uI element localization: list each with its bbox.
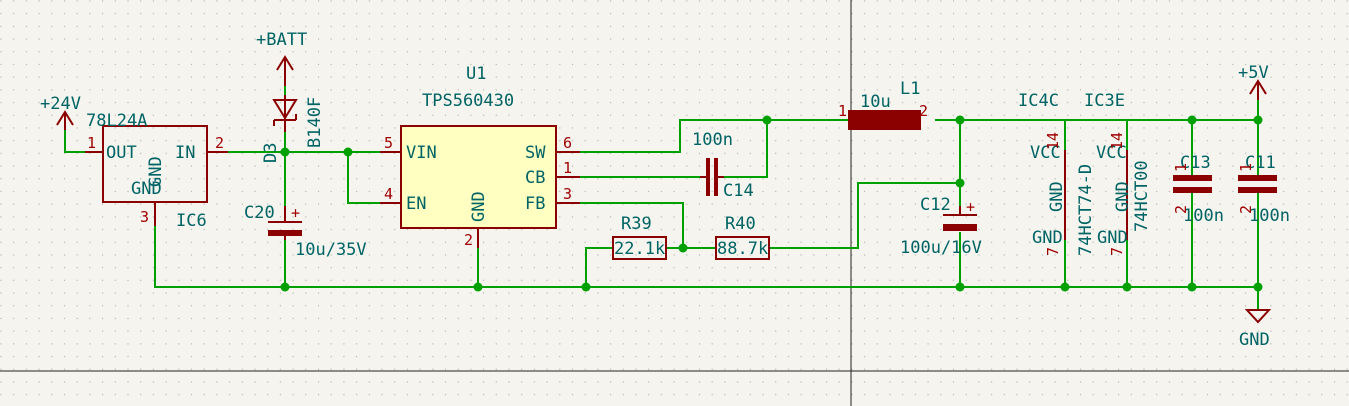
c12-ref: C12 <box>920 195 951 215</box>
u1-buck-converter[interactable]: U1 TPS560430 VIN EN SW CB FB GND 5 4 6 1… <box>380 64 580 249</box>
ic4c-pin-gnd: 7 <box>1044 247 1062 256</box>
r39-value: 22.1k <box>614 239 665 259</box>
c13-capacitor[interactable]: C13 100n 1 2 <box>1172 153 1224 226</box>
u1-pin-vin: VIN <box>406 143 437 163</box>
power-5v[interactable]: +5V <box>1238 63 1269 100</box>
ic6-value: 78L24A <box>86 111 147 131</box>
power-gnd-label: GND <box>1239 330 1270 350</box>
power-24v-label: +24V <box>40 94 81 114</box>
l1-ref: L1 <box>900 79 920 99</box>
ic6-ref: IC6 <box>176 211 207 231</box>
ic4c-gnd: GND <box>1032 228 1063 248</box>
c20-value: 10u/35V <box>295 240 367 260</box>
wires <box>64 86 1259 310</box>
c12-capacitor[interactable]: + C12 100u/16V <box>900 195 982 258</box>
r40-resistor[interactable]: R40 88.7k <box>715 214 770 260</box>
ic6-regulator[interactable]: 78L24A IC6 OUT IN GND GND 1 2 3 <box>85 111 228 231</box>
l1-pin2: 2 <box>919 102 928 120</box>
ic4c-ref: IC4C <box>1018 91 1059 111</box>
ic3e-ref: IC3E <box>1084 91 1125 111</box>
ic6-pin-out: OUT <box>106 143 137 163</box>
u1-value: TPS560430 <box>422 91 514 111</box>
power-batt[interactable]: +BATT <box>256 30 307 86</box>
r40-ref: R40 <box>725 214 756 234</box>
ic6-pin-num-in: 2 <box>215 134 224 152</box>
power-batt-label: +BATT <box>256 30 307 50</box>
ic3e-pin-vcc: 14 <box>1108 132 1126 150</box>
c12-value: 100u/16V <box>900 238 982 258</box>
u1-num-gnd: 2 <box>464 231 473 249</box>
u1-num-sw: 6 <box>563 134 572 152</box>
c20-capacitor[interactable]: + C20 10u/35V <box>244 203 367 260</box>
c11-capacitor[interactable]: C11 100n 1 2 <box>1237 153 1290 226</box>
ic3e-gnd: GND <box>1097 228 1128 248</box>
ic4c-value: 74HCT74-D <box>1076 164 1096 256</box>
l1-inductor[interactable]: 10u L1 1 2 <box>838 79 928 130</box>
ic6-pin-num-out: 1 <box>87 134 96 152</box>
c20-ref: C20 <box>244 203 275 223</box>
u1-pin-sw: SW <box>525 143 546 163</box>
ic6-pin-num-gnd: 3 <box>140 208 149 226</box>
u1-ref: U1 <box>466 64 486 84</box>
ic3e-value: 74HCT00 <box>1132 160 1152 232</box>
c13-pin2: 2 <box>1172 205 1190 214</box>
c13-pin1: 1 <box>1172 163 1190 172</box>
u1-num-en: 4 <box>384 185 393 203</box>
u1-num-cb: 1 <box>563 159 572 177</box>
ic6-pin-gnd-vertical: GND <box>146 156 166 187</box>
c11-value: 100n <box>1249 206 1290 226</box>
ic4c-power-unit[interactable]: IC4C VCC GND 14 7 GND 74HCT74-D <box>1018 91 1096 256</box>
u1-num-fb: 3 <box>563 185 572 203</box>
ic6-pin-gnd: GND <box>131 179 162 199</box>
power-24v[interactable]: +24V <box>40 94 81 130</box>
c14-value: 100n <box>692 130 733 150</box>
l1-pin1: 1 <box>838 102 847 120</box>
c20-plus: + <box>291 204 300 222</box>
d3-ref: D3 <box>261 143 281 163</box>
d3-value: B140F <box>305 97 325 148</box>
ic3e-power-unit[interactable]: IC3E VCC GND 14 7 GND 74HCT00 <box>1084 91 1152 256</box>
power-gnd[interactable]: GND <box>1239 309 1272 350</box>
c13-ref: C13 <box>1180 153 1211 173</box>
c11-pin2: 2 <box>1237 205 1255 214</box>
u1-pin-en: EN <box>406 194 426 214</box>
r39-resistor[interactable]: R39 22.1k <box>612 214 667 260</box>
ic4c-vcc: VCC <box>1030 143 1061 163</box>
u1-pin-gnd: GND <box>469 191 489 222</box>
u1-pin-cb: CB <box>525 168 545 188</box>
r40-value: 88.7k <box>717 239 768 259</box>
u1-pin-fb: FB <box>525 194 545 214</box>
c14-capacitor[interactable]: 100n C14 <box>692 130 754 201</box>
ic3e-overlap-label: GND <box>1113 181 1133 212</box>
ic4c-pin-vcc: 14 <box>1044 132 1062 150</box>
c12-plus: + <box>966 198 975 216</box>
c11-pin1: 1 <box>1237 163 1255 172</box>
c11-ref: C11 <box>1245 153 1276 173</box>
ic3e-pin-gnd: 7 <box>1108 247 1126 256</box>
junctions <box>280 115 1263 292</box>
r39-ref: R39 <box>621 214 652 234</box>
ic6-pin-in: IN <box>175 143 195 163</box>
ic3e-vcc: VCC <box>1096 143 1127 163</box>
power-5v-label: +5V <box>1238 63 1269 83</box>
c14-ref: C14 <box>723 181 754 201</box>
c13-value: 100n <box>1183 206 1224 226</box>
l1-value: 10u <box>860 92 891 112</box>
ic4c-overlap-label: GND <box>1047 181 1067 212</box>
d3-diode[interactable]: D3 B140F <box>261 95 325 163</box>
u1-num-vin: 5 <box>384 134 393 152</box>
